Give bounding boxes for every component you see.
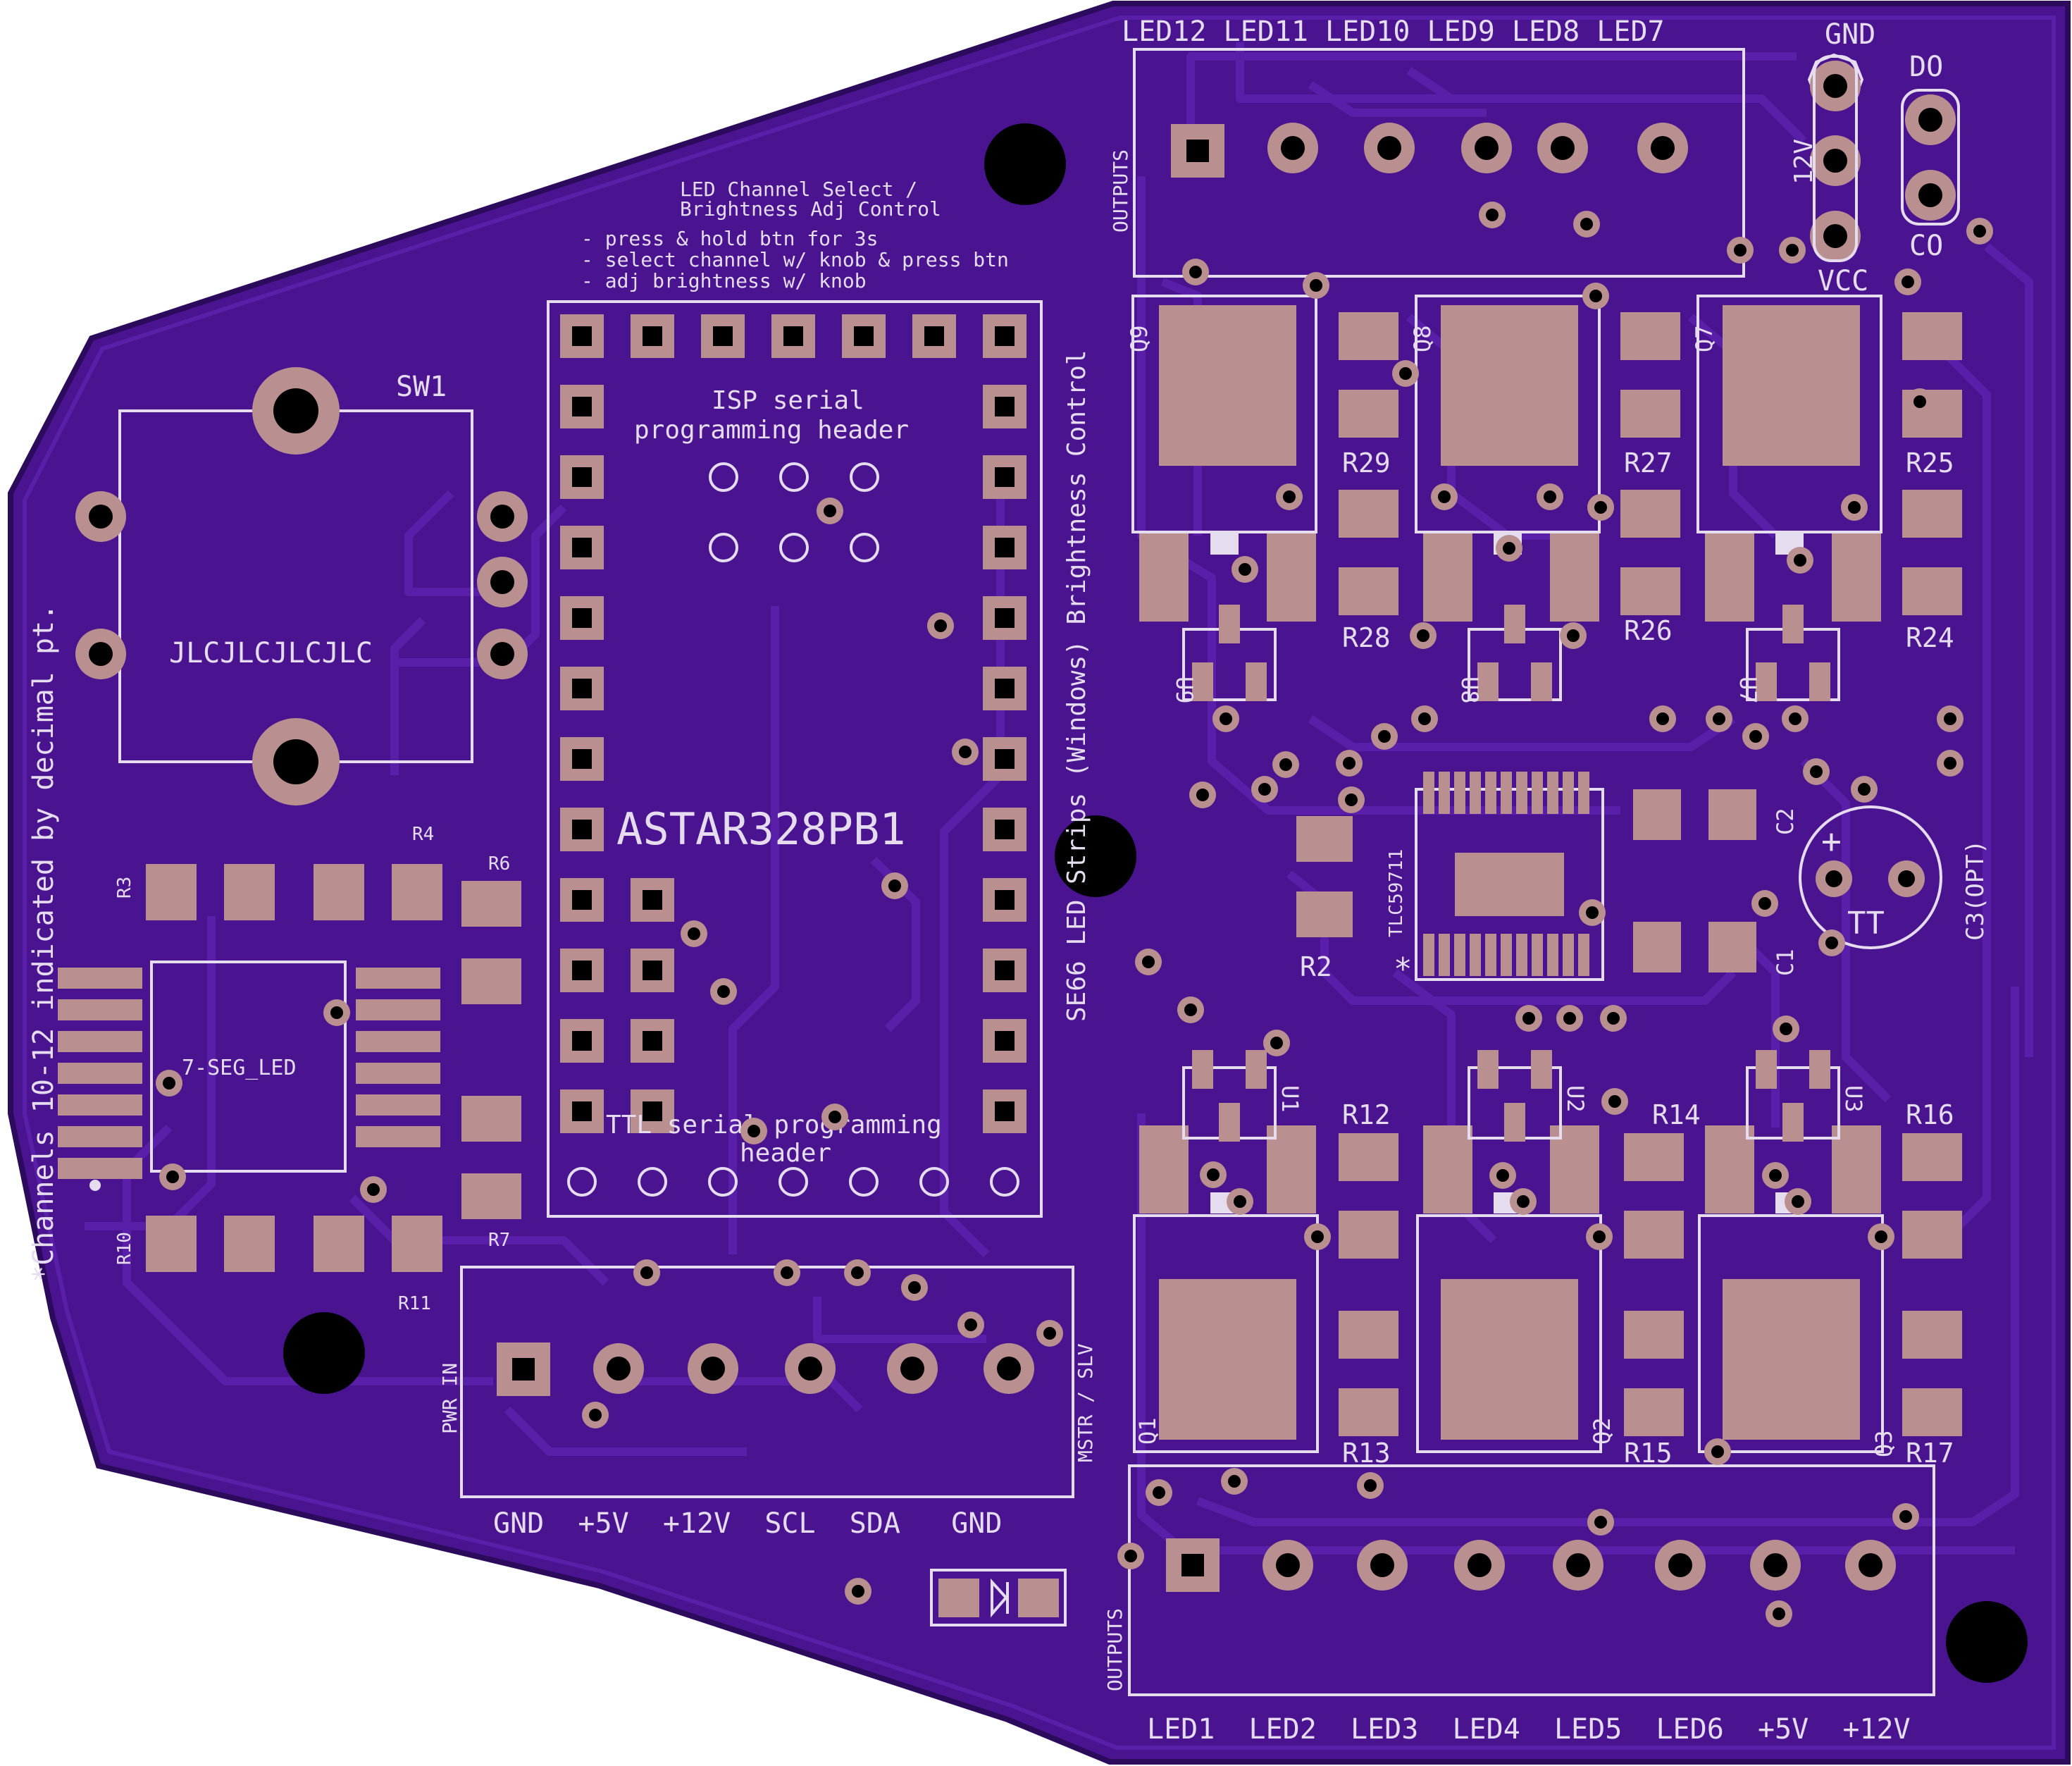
q8-label: Q8 [1409,325,1436,352]
asterisk-mark: * [1394,951,1413,987]
center-passives [1296,789,1756,972]
r26-label: R26 [1624,615,1673,646]
q3-label: Q3 [1871,1430,1897,1457]
instr-line-2: - select channel w/ knob & press btn [581,248,1009,271]
sw1-label: SW1 [396,371,447,403]
q1-label: Q1 [1134,1417,1161,1445]
mstr-slv-label: MSTR / SLV [1074,1343,1097,1462]
r16-label: R16 [1906,1099,1954,1130]
mounting-holes [283,123,2028,1683]
q7-label: Q7 [1691,325,1718,352]
instr-line-3: - adj brightness w/ knob [581,269,867,292]
seg-display-label: 7-SEG_LED [182,1056,297,1080]
r24-label: R24 [1906,622,1954,653]
mosfet-q9: Q9 [1126,295,1317,622]
r27-label: R27 [1624,447,1673,478]
q9-label: Q9 [1126,325,1153,352]
r7-label: R7 [488,1230,510,1251]
isp-gnd-label: GND [1825,18,1875,51]
ttl-header-label-1: TTL serial programming [606,1111,942,1140]
sot-u3: U3 [1746,1050,1867,1142]
mcu-module: ISP serial programming header ASTAR328PB… [547,300,1043,1218]
cap-plus: + [1821,822,1842,861]
bottom-outputs-header: LED1 LED2 LED3 LED4 LED5 LED6 +5V +12V [1147,1713,1911,1746]
sot-u9: U9 [1171,605,1277,704]
u8-label: U8 [1456,677,1483,704]
r10-label: R10 [114,1232,135,1265]
isp-header-label-1: ISP serial [712,386,864,415]
r29-label: R29 [1342,447,1391,478]
isp-vcc-label: VCC [1818,265,1868,297]
u1-label: U1 [1277,1085,1303,1113]
r12-label: R12 [1342,1099,1391,1130]
instr-title-1: LED Channel Select / [680,178,917,201]
mosfet-q3: Q3 [1698,1125,1897,1457]
u9-label: U9 [1171,677,1198,704]
top-outputs-header: LED12 LED11 LED10 LED9 LED8 LED7 [1122,16,1665,48]
sot-u7: U7 [1735,605,1840,704]
r4-label: R4 [412,824,434,845]
top-resistors [1339,312,1962,615]
mosfet-q1: Q1 [1133,1125,1319,1453]
power-connector: PWR_IN MSTR / SLV GND +5V +12V SCL SDA G… [438,1266,1097,1540]
mosfet-q2: Q2 [1416,1125,1615,1453]
instructions: LED Channel Select / Brightness Adj Cont… [581,178,1009,292]
sot-u2: U2 [1468,1050,1589,1142]
r28-label: R28 [1342,622,1391,653]
pwr-header-label: GND +5V +12V SCL SDA GND [493,1507,1002,1540]
q2-label: Q2 [1589,1417,1615,1445]
r17-label: R17 [1906,1438,1954,1469]
isp-co-label: CO [1909,230,1943,262]
c3-label: C3(OPT) [1961,840,1990,941]
board-title: SE66 LED Strips (Windows) Brightness Con… [1062,350,1091,1022]
r13-label: R13 [1342,1438,1391,1469]
mcu-label: ASTAR328PB1 [616,803,906,855]
electrolytic-capacitor: + TT C3(OPT) [1799,805,1990,949]
top-outputs-tag: OUTPUTS [1109,149,1132,233]
r6-label: R6 [488,853,510,875]
c1-label: C1 [1772,949,1799,976]
bottom-resistors [1339,1133,1962,1436]
bottom-outputs-tag: OUTPUTS [1103,1608,1127,1691]
mosfet-q7: Q7 [1691,295,1882,622]
sot-u1: U1 [1182,1050,1303,1142]
side-note: *Channels 10-12 indicated by decimal pt. [27,604,60,1283]
isp-12v-label: 12V [1789,139,1818,185]
u7-label: U7 [1735,677,1761,704]
r2-label: R2 [1300,951,1332,982]
isp-mini-header: GND 12V VCC DO CO [1789,18,1960,297]
mosfet-q8: Q8 [1409,295,1601,622]
diode [930,1569,1067,1626]
r14-label: R14 [1652,1099,1701,1130]
r25-label: R25 [1906,447,1954,478]
rotary-encoder-sw1: SW1 JLCJLCJLCJLC [75,367,528,805]
cap-tt: TT [1847,906,1885,941]
instr-title-2: Brightness Adj Control [680,197,941,221]
driver-ic-label: TLC59711 [1386,849,1407,937]
isp-do-label: DO [1909,51,1943,83]
instr-line-1: - press & hold btn for 3s [581,227,878,250]
u2-label: U2 [1562,1085,1589,1113]
pwr-in-label: PWR_IN [438,1363,462,1434]
isp-header-label-2: programming header [634,416,909,445]
top-output-connector: LED12 LED11 LED10 LED9 LED8 LED7 OUTPUTS [1109,16,1745,278]
bottom-output-connector: OUTPUTS LED1 LED2 LED3 LED4 LED5 LED6 +5… [1103,1464,1935,1746]
r15-label: R15 [1624,1438,1673,1469]
seven-segment-display: 7-SEG_LED R3 R4 R6 R7 R10 R11 [58,824,521,1314]
r11-label: R11 [398,1293,431,1314]
encoder-body-label: JLCJLCJLCJLC [169,637,373,669]
sot-u8: U8 [1456,605,1562,704]
driver-ic: TLC59711 * [1386,772,1604,987]
r3-label: R3 [114,877,135,899]
c2-label: C2 [1772,808,1799,835]
u3-label: U3 [1840,1085,1867,1113]
